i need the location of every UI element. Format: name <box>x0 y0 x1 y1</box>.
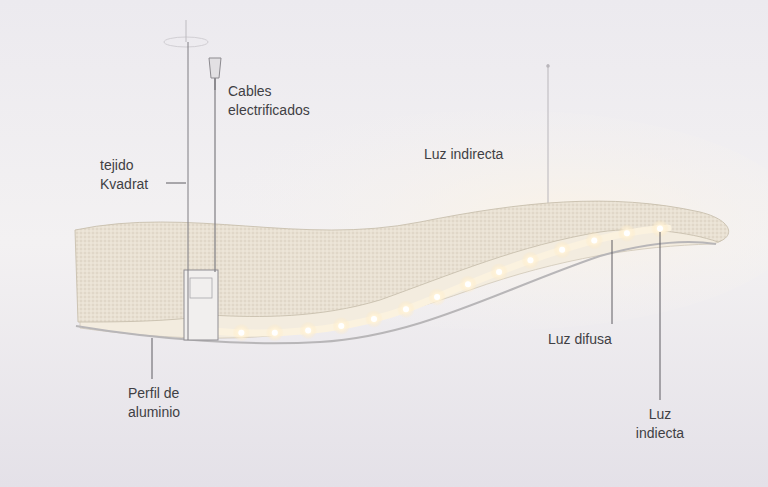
led-points <box>199 220 669 342</box>
led-glow <box>299 321 317 339</box>
junction-box <box>184 270 218 340</box>
led-dot <box>496 269 502 275</box>
led-point <box>618 224 636 242</box>
leader-line <box>152 338 153 379</box>
led-point <box>553 241 571 259</box>
led-dot <box>305 327 311 333</box>
led-point <box>397 300 415 318</box>
led-glow <box>521 251 539 269</box>
led-dot <box>371 316 377 322</box>
led-point <box>232 324 250 342</box>
led-dot <box>403 306 409 312</box>
indirect-light-label: Luz indiecta <box>626 405 694 443</box>
led-glow <box>332 317 350 335</box>
led-glow <box>553 241 571 259</box>
led-glow <box>232 324 250 342</box>
led-glow <box>585 231 603 249</box>
led-point <box>585 231 603 249</box>
indirect-light-label: Luz indirecta <box>424 145 544 164</box>
led-dot <box>624 230 630 236</box>
led-dot <box>272 330 278 336</box>
junction-detail <box>190 278 212 298</box>
led-point <box>490 263 508 281</box>
led-glow <box>490 263 508 281</box>
led-glow <box>365 310 383 328</box>
aluminium-profile <box>76 242 716 343</box>
led-point <box>459 275 477 293</box>
led-glow <box>428 288 446 306</box>
led-point <box>365 310 383 328</box>
suspension-point <box>546 64 550 68</box>
led-glow <box>397 300 415 318</box>
led-point <box>299 321 317 339</box>
cable-gland <box>214 78 216 90</box>
led-point <box>266 324 284 342</box>
led-dot <box>238 330 244 336</box>
led-dot <box>657 226 663 232</box>
leader-line <box>612 240 613 324</box>
fabric-label: tejido Kvadrat <box>100 156 164 194</box>
electrified-cable <box>214 88 215 272</box>
led-glow <box>266 324 284 342</box>
led-glow <box>459 275 477 293</box>
ceiling-wire <box>186 20 187 42</box>
led-strip <box>200 228 668 333</box>
led-point <box>521 251 539 269</box>
led-dot <box>465 281 471 287</box>
cable-canopy <box>209 58 221 78</box>
leader-line <box>660 232 661 400</box>
led-dot <box>338 323 344 329</box>
led-dot <box>591 237 597 243</box>
led-glow <box>618 224 636 242</box>
cable-label: Cables electrificados <box>228 82 338 120</box>
diffuse-light-label: Luz difusa <box>548 330 638 349</box>
suspension-cable <box>188 42 189 340</box>
suspension-wire <box>548 64 549 212</box>
led-dot <box>559 247 565 253</box>
led-dot <box>434 294 440 300</box>
leader-line <box>166 183 186 184</box>
profile-label: Perfil de aluminio <box>128 384 206 422</box>
led-point <box>332 317 350 335</box>
kvadrat-fabric <box>75 201 729 322</box>
led-point <box>428 288 446 306</box>
led-dot <box>527 257 533 263</box>
